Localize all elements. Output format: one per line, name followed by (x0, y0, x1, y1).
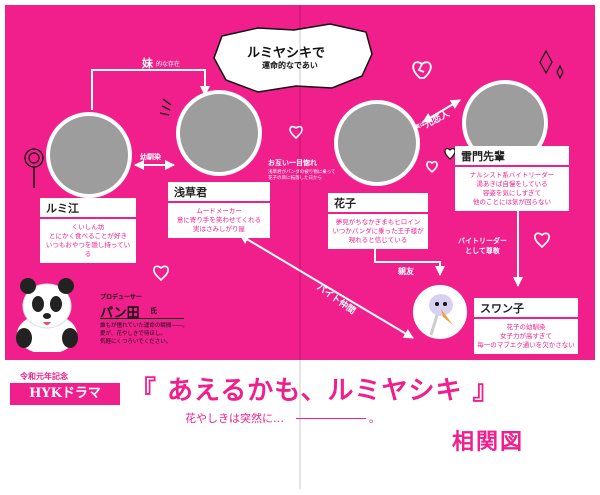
producer-role: プロデューサー (100, 294, 142, 301)
photo-rumie (46, 112, 132, 198)
soukanzu-label: 相関図 (452, 429, 525, 455)
emphasis-lines-icon (159, 98, 172, 116)
desc-kaminari: ナルシスト系バイトリーダー 湯あきば自慢をしている 容姿を気にしすぎて 他のこと… (469, 171, 555, 206)
producer-honorific: 氏 (150, 307, 157, 315)
bite-coworker-line (239, 234, 414, 339)
card-hanako: 花子 夢見がちなかぎまもヒロイン いつかパンダに乗った王子様が 現れると信じてい… (328, 193, 428, 249)
mutual-crush-note: 浅草君がパンダの被り物に乗って 花子の目に転落した日から (268, 170, 336, 181)
broken-heart-icon (412, 61, 432, 79)
sister-label-big: 妹 (142, 57, 153, 70)
best-friend-label: 親友 (398, 267, 414, 276)
ex-lovers-line (422, 99, 461, 123)
swan-mascot-icon (429, 294, 453, 336)
best-friend-line (370, 239, 445, 276)
heart-filled-icon (444, 147, 456, 160)
card-rumie: ルミ江 くいしん坊 とにかく食べることが好き いつもおやつを隠し持っている (40, 198, 136, 263)
sparkle-icon (539, 49, 564, 80)
desc-asakusa: ムードメーカー 意に寄り手を笑わせてくれる 実はさみしがり屋 (176, 207, 262, 233)
name-asakusa: 浅草君 (168, 182, 270, 203)
footer-brand: HYKドラマ (10, 383, 120, 405)
heart-outline-icons (153, 125, 550, 282)
photo-hanako (334, 100, 420, 186)
name-rumie: ルミ江 (40, 198, 136, 219)
footer-kicker: 令和元年記念 (20, 371, 68, 381)
desc-swanko: 花子の幼馴染 女子力が高すぎて 毎一のマブエク通いを欠かさない (477, 323, 575, 349)
drama-subtitle-end: 。 (369, 412, 380, 425)
card-swanko: スワン子 花子の幼馴染 女子力が高すぎて 毎一のマブエク通いを欠かさない (474, 298, 578, 354)
name-swanko: スワン子 (474, 298, 578, 319)
center-fold (299, 5, 301, 489)
card-kaminari: 雷門先輩 ナルシスト系バイトリーダー 湯あきば自慢をしている 容姿を気にしすぎて… (455, 146, 569, 211)
subtitle-dash-line (296, 418, 366, 419)
producer-text: 誰もが憧れていた運命の瞬間――。 愛が、花やしきで待ほし。 気軽にくつろいでくだ… (100, 323, 188, 345)
name-kaminari: 雷門先輩 (455, 146, 569, 167)
photo-swanko (410, 282, 470, 342)
childhood-label: 幼馴染 (140, 153, 161, 161)
drama-title: 『 あえるかも、ルミヤシキ 』 (130, 376, 500, 406)
panda-producer-icon (16, 278, 78, 352)
sister-line (91, 69, 210, 110)
producer-divider (100, 318, 184, 319)
title-line2: 運命的なであい (262, 61, 318, 70)
photo-asakusa (176, 90, 262, 176)
title-burst-shape (213, 23, 373, 93)
producer-name: パン田 (100, 306, 140, 321)
mutual-crush-label: お互い一目惚れ (268, 159, 317, 167)
name-hanako: 花子 (328, 193, 428, 214)
desc-rumie: くいしん坊 とにかく食べることが好き いつもおやつを隠し持っている (45, 223, 131, 258)
title-line1: ルミヤシキで (247, 46, 326, 61)
sister-label-rest: 的な存在 (156, 61, 181, 68)
desc-hanako: 夢見がちなかぎまもヒロイン いつかパンダに乗った王子様が 現れると信じている (332, 218, 424, 244)
leader-respect-label: バイトリーダー として尊敬 (458, 237, 507, 255)
drama-subtitle: 花やしきは突然に… (185, 412, 284, 425)
card-asakusa: 浅草君 ムードメーカー 意に寄り手を笑わせてくれる 実はさみしがり屋 (168, 182, 270, 238)
